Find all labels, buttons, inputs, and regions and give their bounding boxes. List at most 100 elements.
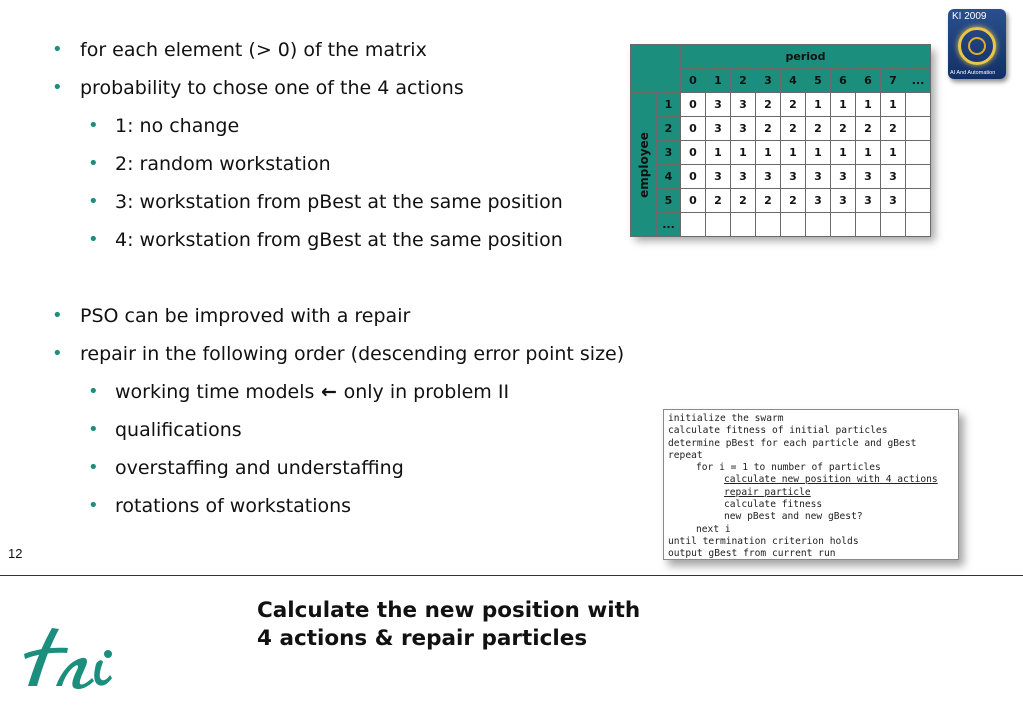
- matrix-cell: 3: [855, 188, 881, 213]
- pseudocode-text: initialize the swarm: [668, 413, 784, 424]
- period-column-label: 0: [680, 68, 706, 93]
- pseudocode-text: determine pBest for each particle and gB…: [668, 437, 917, 449]
- period-column-label: 5: [805, 68, 831, 93]
- matrix-cell: 1: [805, 92, 831, 117]
- matrix-cell: 1: [755, 140, 781, 165]
- matrix-cell: 0: [680, 188, 706, 213]
- pseudocode-text: output gBest from current run: [668, 548, 836, 560]
- matrix-cell: [904, 92, 932, 117]
- period-column-label: 6: [830, 68, 856, 93]
- matrix-cell: 3: [880, 188, 906, 213]
- employee-row-label: 1: [656, 92, 681, 117]
- employee-header-label: employee: [636, 131, 651, 198]
- pseudocode-text: calculate new position with 4 actions: [724, 474, 938, 486]
- matrix-cell: 2: [780, 188, 806, 213]
- bullet-dot-icon: •: [88, 115, 99, 136]
- bullet-dot-icon: •: [88, 191, 99, 212]
- period-header: period: [679, 44, 932, 69]
- matrix-cell: [830, 212, 856, 237]
- slide-title: Calculate the new position with 4 action…: [257, 597, 640, 653]
- pseudocode-text: next i: [696, 523, 731, 535]
- bullet-text: working time models: [115, 381, 315, 403]
- matrix-cell: [730, 212, 756, 237]
- matrix-corner: [630, 44, 681, 93]
- pseudocode-line: determine pBest for each particle and gB…: [668, 438, 958, 450]
- bullet-dot-icon: •: [88, 381, 99, 402]
- logo-subtitle: AI And Automation: [950, 70, 996, 76]
- matrix-cell: 1: [705, 140, 731, 165]
- bullet-arrow-text: only in problem II: [343, 381, 510, 403]
- matrix-cell: 3: [780, 164, 806, 189]
- pseudocode-text: repeat: [668, 449, 703, 461]
- tu-logo-icon: [24, 628, 112, 690]
- matrix-cell: 2: [830, 116, 856, 141]
- matrix-cell: 2: [855, 116, 881, 141]
- pseudocode-line: until termination criterion holds: [668, 536, 958, 548]
- employee-header: employee: [630, 92, 657, 237]
- matrix-cell: [755, 212, 781, 237]
- matrix-cell: [904, 212, 932, 237]
- matrix-cell: 2: [705, 188, 731, 213]
- bullet-text: repair in the following order (descendin…: [80, 343, 625, 365]
- pseudocode-line: calculate fitness: [668, 499, 958, 511]
- matrix-cell: 3: [705, 164, 731, 189]
- matrix-cell: 3: [705, 116, 731, 141]
- period-column-label: 3: [755, 68, 781, 93]
- pseudocode-text: until termination criterion holds: [668, 535, 859, 547]
- period-column-label: 6: [855, 68, 881, 93]
- matrix-cell: [780, 212, 806, 237]
- matrix-cell: 1: [880, 140, 906, 165]
- pseudocode-line: repeat: [668, 450, 958, 462]
- matrix-cell: [805, 212, 831, 237]
- period-column-label: 2: [730, 68, 756, 93]
- matrix-cell: 2: [780, 92, 806, 117]
- matrix-cell: [904, 164, 932, 189]
- matrix-cell: 3: [830, 164, 856, 189]
- bullet-dot-icon: •: [88, 153, 99, 174]
- matrix-cell: 3: [830, 188, 856, 213]
- bullet-text: 1: no change: [115, 115, 240, 137]
- slide-title-line1: Calculate the new position with: [257, 598, 641, 623]
- bullet-text: probability to chose one of the 4 action…: [80, 77, 464, 99]
- slide-title-line2: 4 actions & repair particles: [257, 626, 588, 651]
- matrix-cell: [705, 212, 731, 237]
- matrix-cell: 2: [755, 116, 781, 141]
- pseudocode-text: calculate fitness: [724, 499, 823, 511]
- logo-ring-icon: [958, 27, 996, 65]
- bullet-text: 3: workstation from pBest at the same po…: [115, 191, 563, 213]
- matrix-cell: 3: [805, 188, 831, 213]
- employee-row-label: 2: [656, 116, 681, 141]
- matrix-cell: 3: [805, 164, 831, 189]
- matrix-cell: 2: [880, 116, 906, 141]
- employee-row-label: ...: [656, 212, 681, 237]
- matrix-cell: 0: [680, 92, 706, 117]
- pseudocode-line: output gBest from current run: [668, 548, 958, 560]
- matrix-cell: 2: [730, 188, 756, 213]
- pseudocode-line: calculate new position with 4 actions: [668, 474, 958, 486]
- matrix-cell: 3: [730, 116, 756, 141]
- bullet-text: for each element (> 0) of the matrix: [80, 39, 427, 61]
- employee-row-label: 5: [656, 188, 681, 213]
- pseudocode-line: new pBest and new gBest?: [668, 511, 958, 523]
- matrix-cell: 1: [855, 92, 881, 117]
- matrix-cell: 3: [730, 164, 756, 189]
- bullet-dot-icon: •: [52, 343, 63, 364]
- matrix-cell: 2: [780, 116, 806, 141]
- pseudocode-line: initialize the swarm: [668, 413, 958, 425]
- period-column-label: 4: [780, 68, 806, 93]
- left-arrow-icon: ←: [314, 381, 344, 403]
- employee-row-label: 4: [656, 164, 681, 189]
- matrix-cell: [880, 212, 906, 237]
- slide-number: 12: [8, 546, 23, 561]
- pseudocode-text: repair particle: [724, 486, 811, 498]
- pseudocode-line: repair particle: [668, 487, 958, 499]
- period-column-label: ...: [904, 68, 932, 93]
- bullet-text: 4: workstation from gBest at the same po…: [115, 229, 563, 251]
- bullet-text: overstaffing and understaffing: [115, 457, 404, 479]
- matrix-cell: 1: [805, 140, 831, 165]
- matrix-cell: 1: [855, 140, 881, 165]
- matrix-cell: 0: [680, 164, 706, 189]
- pseudocode-line: for i = 1 to number of particles: [668, 462, 958, 474]
